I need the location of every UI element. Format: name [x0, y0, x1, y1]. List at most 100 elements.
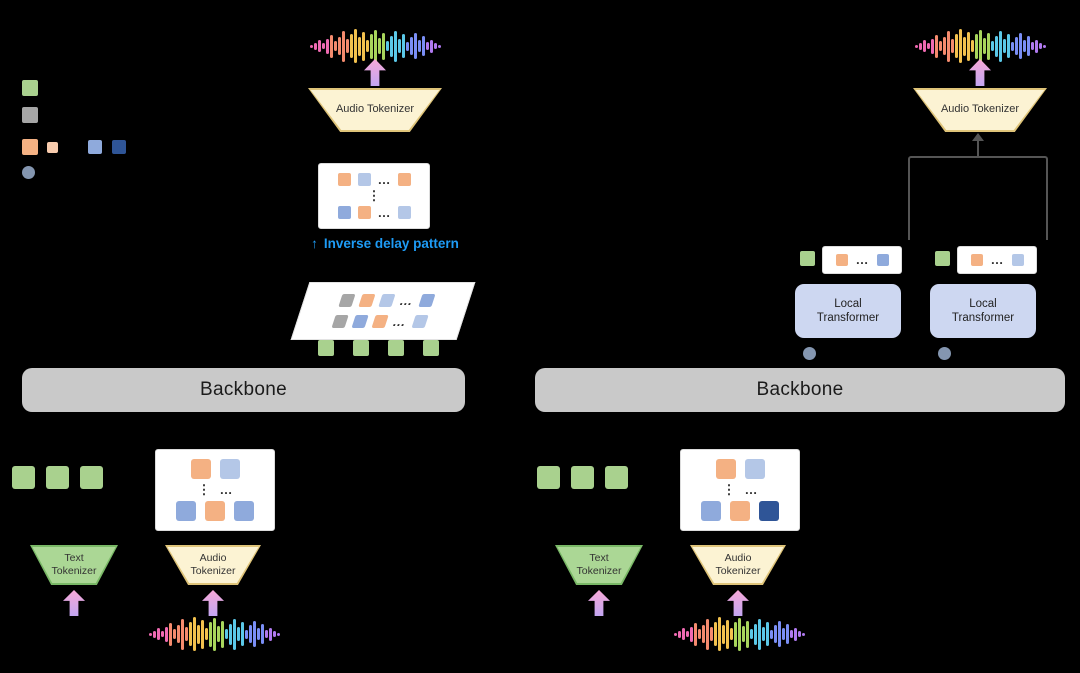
waveform-bar [1002, 39, 1006, 53]
waveform-bar [357, 36, 361, 56]
text-tokenizer-right: Text Tokenizer [555, 545, 643, 585]
legend-gray-token-swatch [22, 107, 38, 123]
waveform-bar [276, 632, 280, 636]
waveform-bar [176, 625, 180, 643]
waveform-bar [325, 38, 329, 54]
orange-token [190, 459, 211, 479]
waveform-bar [713, 622, 717, 646]
waveform-bar [272, 631, 276, 637]
waveform-bar [240, 622, 244, 646]
orange-token [715, 459, 736, 479]
waveform-bar [785, 624, 789, 644]
waveform-bar [192, 617, 196, 651]
legend-peach-token-swatch [47, 142, 58, 153]
waveform-bar [1018, 33, 1022, 59]
gray-token [330, 315, 349, 328]
waveform-bar [693, 622, 697, 646]
waveform-bar [946, 30, 950, 62]
up-arrow-glyph: ↑ [311, 235, 318, 251]
waveform-bar [405, 41, 409, 51]
lightblue-token [219, 459, 240, 479]
waveform-bar [333, 41, 337, 51]
local-transformer-1: Local Transformer [795, 284, 901, 338]
input-waveform-left [148, 617, 280, 651]
lightblue-token [377, 294, 396, 307]
waveform-bar [769, 629, 773, 639]
waveform-bar [689, 626, 693, 642]
waveform-bar [757, 618, 761, 650]
waveform-bar [990, 41, 994, 51]
waveform-bar [934, 34, 938, 58]
blue-token [350, 315, 369, 328]
waveform-bar [1006, 34, 1010, 58]
ellipsis: … [990, 252, 1004, 267]
text-tokenizer-left: Text Tokenizer [30, 545, 118, 585]
ellipsis: … [377, 204, 391, 220]
waveform-bar [148, 632, 152, 636]
waveform-bar [745, 620, 749, 648]
audio-tokenizer-decoder-right: Audio Tokenizer [913, 88, 1047, 132]
hidden-state-circle [803, 347, 816, 360]
text-token [935, 251, 950, 266]
waveform-bar [268, 627, 272, 641]
waveform-bar [216, 626, 220, 642]
ellipsis: … [744, 482, 758, 497]
waveform-bar [773, 625, 777, 643]
legend-darkblue-token-swatch [112, 140, 126, 154]
waveform-bar [341, 30, 345, 62]
up-arrow-icon [588, 590, 610, 616]
up-arrow-icon [727, 590, 749, 616]
audio-tokenizer-decoder-left: Audio Tokenizer [308, 88, 442, 132]
darkblue-token [759, 501, 779, 521]
output-waveform-right [905, 27, 1055, 65]
waveform-bar [184, 627, 188, 641]
merge-connector-bracket [908, 156, 1048, 240]
hidden-state-circle [938, 347, 951, 360]
waveform-bar [377, 38, 381, 54]
blue-token [701, 501, 721, 521]
legend-orange-token-swatch [22, 139, 38, 155]
waveform-bar [212, 617, 216, 651]
waveform-bar [793, 627, 797, 641]
waveform-bar [196, 624, 200, 644]
waveform-bar [974, 33, 978, 59]
waveform-bar [1034, 39, 1038, 53]
lightblue-token [397, 206, 411, 219]
blue-token [417, 294, 436, 307]
waveform-bar [321, 43, 325, 49]
waveform-bar [208, 621, 212, 647]
waveform-bar [697, 629, 701, 639]
waveform-bar [701, 625, 705, 643]
waveform-bar [741, 626, 745, 642]
text-tokenizer-label: Text Tokenizer [576, 552, 622, 577]
waveform-bar [397, 39, 401, 53]
waveform-bar [725, 619, 729, 649]
text-token [571, 466, 594, 489]
waveform-bar [914, 44, 918, 48]
waveform-bar [417, 40, 421, 52]
waveform-bar [922, 40, 926, 52]
waveform-bar [413, 33, 417, 59]
waveform-bar [156, 628, 160, 640]
waveform-bar [309, 44, 313, 48]
waveform-bar [801, 632, 805, 636]
connector-line [977, 140, 979, 156]
lightblue-token [744, 459, 765, 479]
waveform-bar [256, 628, 260, 640]
waveform-bar [789, 630, 793, 638]
waveform-bar [385, 41, 389, 51]
text-token [12, 466, 35, 489]
waveform-bar [164, 626, 168, 642]
text-token [46, 466, 69, 489]
backbone-left: Backbone [22, 368, 465, 412]
input-text-tokens-right [537, 466, 628, 489]
waveform-bar [681, 628, 685, 640]
waveform-bar [761, 627, 765, 641]
waveform-bar [401, 34, 405, 58]
waveform-bar [926, 43, 930, 49]
text-token-row-left [318, 340, 439, 356]
waveform-bar [409, 37, 413, 55]
orange-token [205, 501, 225, 521]
waveform-bar [152, 630, 156, 638]
waveform-bar [998, 30, 1002, 62]
